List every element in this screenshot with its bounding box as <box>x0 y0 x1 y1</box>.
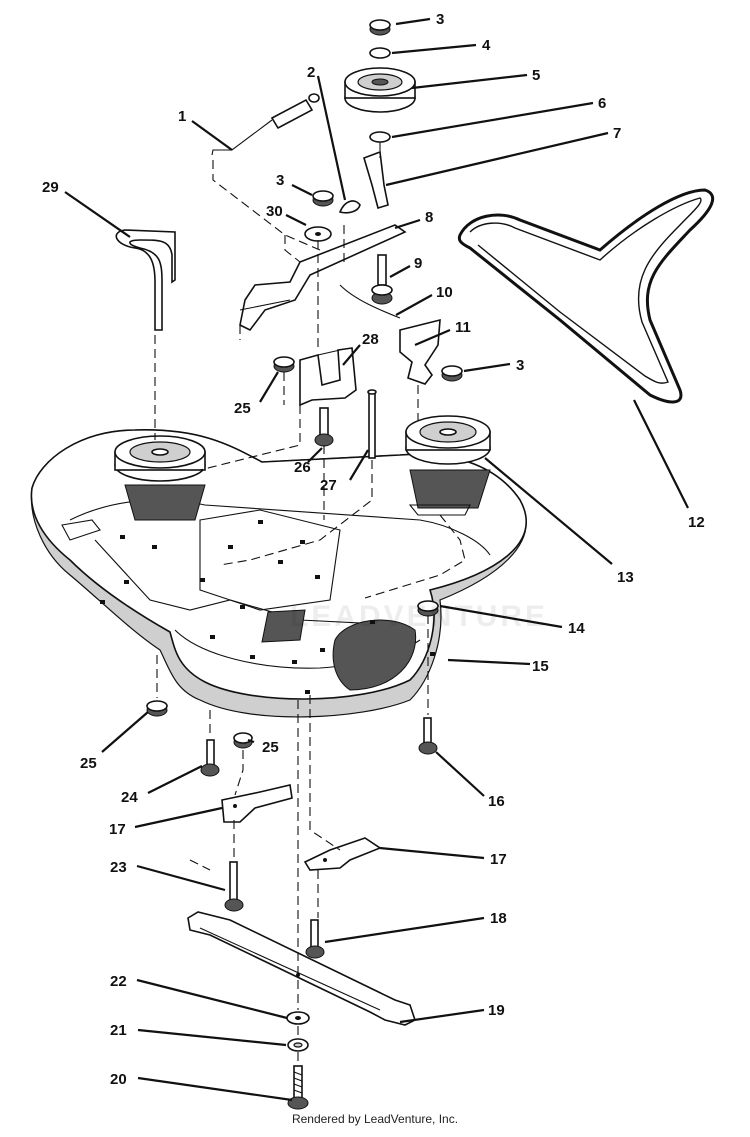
callout-13: 13 <box>617 569 634 586</box>
washer-under-pulley <box>369 131 391 143</box>
callout-26: 26 <box>294 459 311 476</box>
callout-19: 19 <box>488 1002 505 1019</box>
callout-20: 20 <box>110 1071 127 1088</box>
hex-nut-left-bracket <box>273 356 295 373</box>
callout-5: 5 <box>532 67 540 84</box>
callout-8: 8 <box>425 209 433 226</box>
drive-belt <box>457 188 715 404</box>
callout-3-belt-guard-nut: 3 <box>516 357 524 374</box>
cutting-blade <box>187 911 416 1026</box>
watermark-logo: LEADVENTURE <box>290 600 549 633</box>
hairpin-clip <box>338 200 361 214</box>
callout-22: 22 <box>110 973 127 990</box>
callout-9: 9 <box>414 255 422 272</box>
baffle-left <box>221 784 293 823</box>
callout-23: 23 <box>110 859 127 876</box>
carriage-bolt <box>314 407 334 447</box>
hex-nut-belt-guard <box>441 365 463 382</box>
idler-pulley <box>344 67 416 113</box>
bolt-right-deck <box>418 717 438 755</box>
right-spindle-pulley <box>405 415 491 516</box>
callout-17-right-baffle: 17 <box>490 851 507 868</box>
hex-nut-top <box>369 19 391 36</box>
callout-27: 27 <box>320 477 337 494</box>
hex-nut-bottom-center <box>233 732 253 749</box>
callout-10: 10 <box>436 284 453 301</box>
callout-7: 7 <box>613 125 621 142</box>
hex-nut-bottom-left <box>146 700 168 717</box>
callout-24: 24 <box>121 789 138 806</box>
callout-labels: 3 4 5 6 7 2 1 29 3 30 8 9 10 11 28 3 25 … <box>42 11 705 1088</box>
callout-11: 11 <box>455 319 471 336</box>
callout-3-top-nut: 3 <box>436 11 444 28</box>
left-spindle-pulley <box>114 435 206 521</box>
deck-mounting-holes <box>100 520 435 694</box>
leader-lines <box>64 17 689 1102</box>
callout-30: 30 <box>266 203 283 220</box>
callout-6: 6 <box>598 95 606 112</box>
washer-top <box>369 47 391 59</box>
bolt-left-deck <box>200 739 220 777</box>
callout-15: 15 <box>532 658 549 675</box>
callout-18: 18 <box>490 910 507 927</box>
callout-12: 12 <box>688 514 705 531</box>
assembly-guide-lines <box>154 142 466 1064</box>
spindle-bolt-right <box>305 919 325 959</box>
callout-25-bottom-left-nut: 25 <box>80 755 97 772</box>
callout-16: 16 <box>488 793 505 810</box>
bracket <box>299 347 357 407</box>
shoulder-bolt <box>371 254 393 305</box>
callout-3-upper-nut: 3 <box>276 172 284 189</box>
pivot-rod <box>367 389 377 459</box>
callout-4: 4 <box>482 37 491 54</box>
callout-2: 2 <box>307 64 315 81</box>
hex-nut-upper-left <box>312 190 334 207</box>
pivot-sleeve <box>363 150 389 210</box>
callout-29: 29 <box>42 179 59 196</box>
callout-14: 14 <box>568 620 585 637</box>
callout-25-bracket-nut: 25 <box>234 400 251 417</box>
spindle-bolt-left <box>224 861 244 912</box>
callout-17-left-baffle: 17 <box>109 821 126 838</box>
callout-28: 28 <box>362 331 379 348</box>
callout-21: 21 <box>110 1022 127 1039</box>
belt-guard <box>399 318 441 385</box>
callout-1: 1 <box>178 108 186 125</box>
idler-arm <box>239 224 407 332</box>
extension-spring <box>270 98 314 130</box>
callout-25-bottom-center-nut: 25 <box>262 739 279 756</box>
render-credit: Rendered by LeadVenture, Inc. <box>291 1112 459 1126</box>
wire-handle <box>115 229 176 331</box>
baffle-right <box>303 837 382 871</box>
blade-bolt <box>287 1065 309 1110</box>
